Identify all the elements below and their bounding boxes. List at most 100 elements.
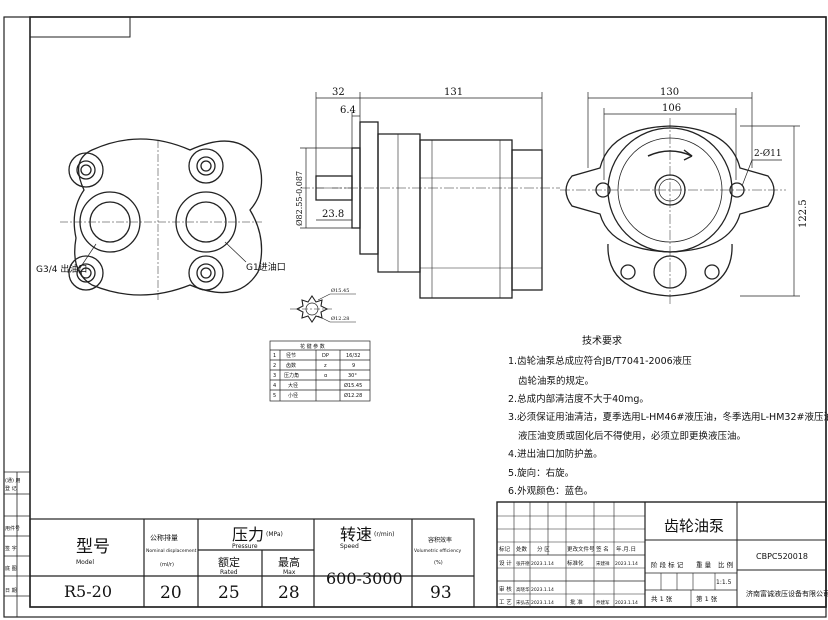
tech-line-7: 5.旋向：右旋。 (508, 467, 574, 479)
inlet-port-label: G1进油口 (246, 261, 286, 273)
tech-line-8: 6.外观颜色：蓝色。 (508, 485, 593, 497)
code-box (29, 16, 131, 38)
svg-text:宋建祥: 宋建祥 (596, 560, 610, 567)
title-sheet-no: 第 1 张 (696, 594, 718, 603)
svg-text:标准化: 标准化 (567, 559, 584, 567)
dim-dia-82: Ø82.55-0.087 (295, 171, 304, 226)
outlet-port-label: G3/4 出油口 (36, 263, 87, 275)
spec-pressure-cn: 压力 (232, 525, 264, 544)
spec-speed-en: Speed (340, 543, 359, 550)
svg-text:年.月.日: 年.月.日 (616, 545, 636, 553)
tech-line-5: 液压油变质或固化后不得使用，必须立即更换液压油。 (518, 430, 746, 442)
svg-text:2: 2 (273, 363, 276, 369)
spec-pressure-en: Pressure (232, 543, 258, 550)
svg-text:Ø15.45: Ø15.45 (344, 382, 362, 389)
svg-text:处数: 处数 (516, 545, 528, 553)
spec-eff-value: 93 (430, 583, 452, 603)
front-view (560, 118, 786, 306)
side-label-6: 日 期 (5, 588, 17, 594)
spline-table (269, 340, 371, 402)
svg-text:大径: 大径 (288, 382, 298, 389)
title-company: 济南富诚液压设备有限公司 (746, 589, 828, 598)
svg-text:分 区: 分 区 (537, 545, 550, 553)
svg-text:α: α (324, 373, 328, 379)
tech-line-4: 3.必须保证用油清洁，夏季选用L-HM46#液压油，冬季选用L-HM32#液压油… (508, 411, 828, 423)
svg-text:压力角: 压力角 (284, 372, 299, 379)
side-label-3: 用件号 (5, 525, 20, 532)
dim-130: 130 (660, 87, 679, 98)
svg-text:2023.1.14: 2023.1.14 (531, 561, 554, 567)
svg-text:5: 5 (273, 393, 276, 399)
spec-speed-cn: 转速 (340, 525, 372, 544)
title-sheets-total: 共 1 张 (651, 594, 673, 603)
svg-text:1: 1 (273, 353, 276, 359)
svg-text:4: 4 (273, 383, 276, 389)
front-dimensions (587, 92, 800, 297)
spec-rated-en: Rated (220, 569, 238, 576)
spec-rated-value: 25 (218, 583, 240, 603)
svg-text:宋弘志: 宋弘志 (516, 599, 530, 606)
svg-text:工 艺: 工 艺 (499, 599, 512, 606)
spec-eff-cn: 容积效率 (428, 536, 452, 544)
svg-text:签 名: 签 名 (596, 545, 609, 553)
spec-model-value: R5-20 (64, 582, 112, 601)
spec-max-cn: 最高 (278, 555, 300, 569)
spec-model-en: Model (76, 559, 94, 566)
svg-text:2023.1.14: 2023.1.14 (531, 587, 554, 593)
spline-major-dia: Ø15.45 (331, 287, 349, 294)
title-check-row: 审 核 高晓华 2023.1.14 (499, 585, 554, 593)
spec-max-value: 28 (278, 583, 300, 603)
spec-disp-unit: (ml/r) (160, 562, 174, 568)
spline-detail (290, 293, 356, 323)
svg-text:乔建军: 乔建军 (596, 599, 610, 606)
spec-eff-unit: (%) (434, 560, 443, 566)
spec-max-en: Max (283, 569, 296, 576)
svg-text:3: 3 (273, 373, 276, 379)
side-label-2: 登 记 (5, 485, 17, 492)
side-label-1: (通) 用 (5, 477, 21, 484)
spline-table-rows: 1 径节 DP 16/32 2 齿数 z 9 3 压力角 α 30° 4 大径 … (273, 352, 362, 399)
title-scale: 1:1.5 (716, 579, 732, 586)
side-stamp-column (4, 471, 30, 617)
dim-23-8: 23.8 (322, 209, 344, 220)
svg-text:更改文件号: 更改文件号 (567, 545, 595, 553)
svg-text:批 准: 批 准 (570, 598, 583, 606)
dim-32: 32 (332, 87, 345, 98)
svg-text:小径: 小径 (288, 392, 298, 399)
tech-title: 技术要求 (582, 334, 622, 347)
title-stage-header: 阶 段 标 记 (651, 560, 684, 569)
title-product: 齿轮油泵 (664, 517, 724, 535)
title-scale-header: 比 例 (718, 560, 733, 569)
svg-text:审 核: 审 核 (499, 585, 512, 593)
title-code: CBPC520018 (756, 552, 808, 561)
spec-speed-value: 600-3000 (326, 569, 403, 588)
dim-holes: 2-Ø11 (754, 148, 782, 159)
side-view (300, 121, 560, 299)
svg-text:16/32: 16/32 (346, 353, 360, 359)
svg-text:z: z (324, 363, 327, 369)
tech-line-6: 4.进出油口加防护盖。 (508, 448, 603, 460)
title-process-row: 工 艺 宋弘志 2023.1.14 批 准 乔建军 2023.1.14 (499, 598, 638, 606)
title-revision-row: 标记 处数 分 区 更改文件号 签 名 年.月.日 (499, 545, 636, 553)
tech-line-3: 2.总成内部清洁度不大于40mg。 (508, 393, 649, 405)
side-label-5: 底 图 (5, 565, 17, 572)
port-view (60, 138, 263, 300)
spec-pressure-unit: (MPa) (266, 531, 283, 538)
svg-text:设 计: 设 计 (499, 559, 512, 567)
spec-disp-value: 20 (160, 583, 182, 603)
spec-disp-en: Nominal displacement (146, 548, 197, 554)
svg-text:径节: 径节 (286, 352, 296, 359)
svg-text:30°: 30° (348, 373, 357, 379)
side-label-4: 签 字 (5, 545, 17, 552)
spec-disp-cn: 公称排量 (150, 533, 178, 542)
title-design-row: 设 计 张开德 2023.1.14 标准化 宋建祥 2023.1.14 (499, 559, 638, 567)
title-block (496, 501, 827, 608)
tech-line-1: 1.齿轮油泵总成应符合JB/T7041-2006液压 (508, 355, 692, 367)
spec-model-cn: 型号 (76, 537, 110, 557)
spec-eff-en: Volumetric efficiency (414, 548, 461, 554)
dim-131: 131 (444, 87, 463, 98)
svg-text:标记: 标记 (499, 545, 511, 553)
spec-table (29, 518, 475, 608)
spline-table-title: 花 键 参 数 (300, 343, 325, 350)
